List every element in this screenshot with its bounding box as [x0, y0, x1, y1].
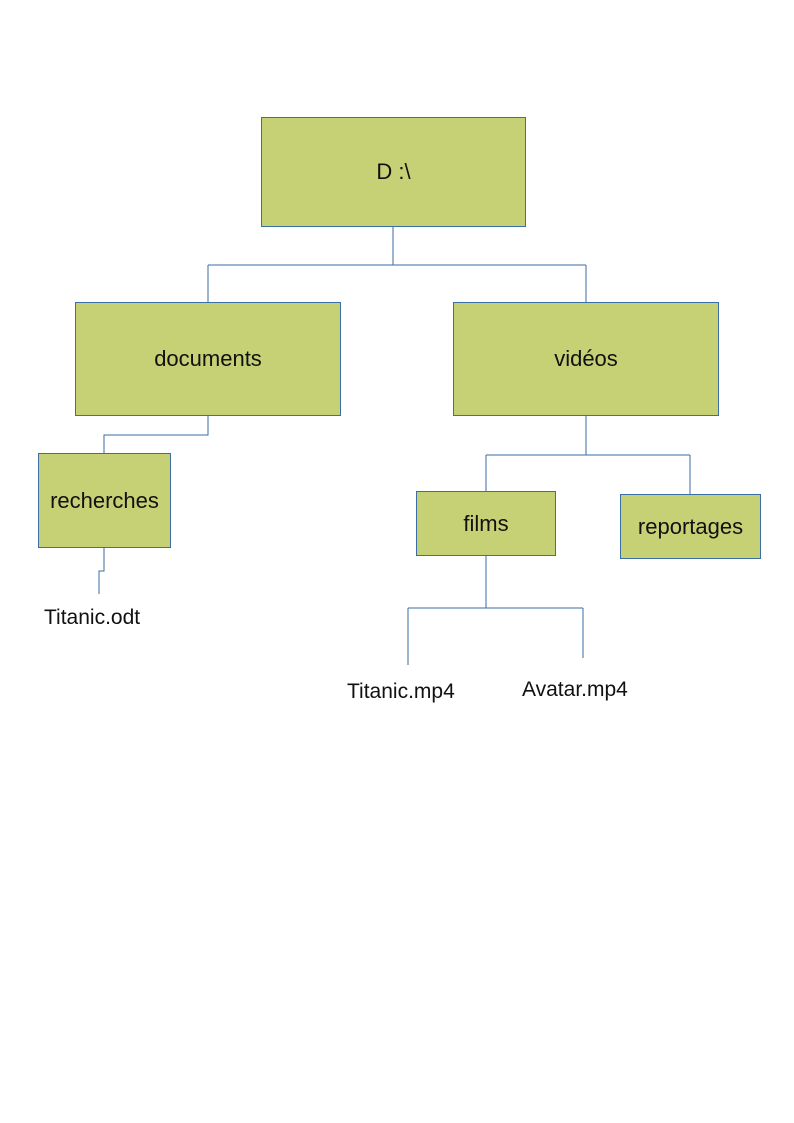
- documents-folder-label: documents: [154, 346, 262, 371]
- connector-videos-children: [485, 416, 691, 495]
- recherches-folder-node[interactable]: recherches: [38, 453, 171, 548]
- file-titanic-mp4[interactable]: Titanic.mp4: [347, 680, 455, 703]
- connector-root-children: [207, 227, 587, 303]
- root-drive-label: D :\: [376, 159, 411, 184]
- connector-films-files: [407, 556, 584, 665]
- connector-documents-recherches: [103, 416, 209, 454]
- videos-folder-node[interactable]: vidéos: [453, 302, 719, 416]
- videos-folder-label: vidéos: [554, 346, 618, 371]
- films-folder-label: films: [463, 510, 509, 536]
- reportages-folder-node[interactable]: reportages: [620, 494, 761, 559]
- documents-folder-node[interactable]: documents: [75, 302, 341, 416]
- reportages-folder-label: reportages: [637, 513, 744, 539]
- connector-recherches-titanic-odt: [98, 548, 105, 594]
- root-drive-node[interactable]: D :\: [261, 117, 526, 227]
- recherches-folder-label: recherches: [50, 487, 159, 513]
- films-folder-node[interactable]: films: [416, 491, 556, 556]
- file-avatar-mp4[interactable]: Avatar.mp4: [522, 678, 628, 701]
- file-titanic-odt[interactable]: Titanic.odt: [44, 606, 141, 629]
